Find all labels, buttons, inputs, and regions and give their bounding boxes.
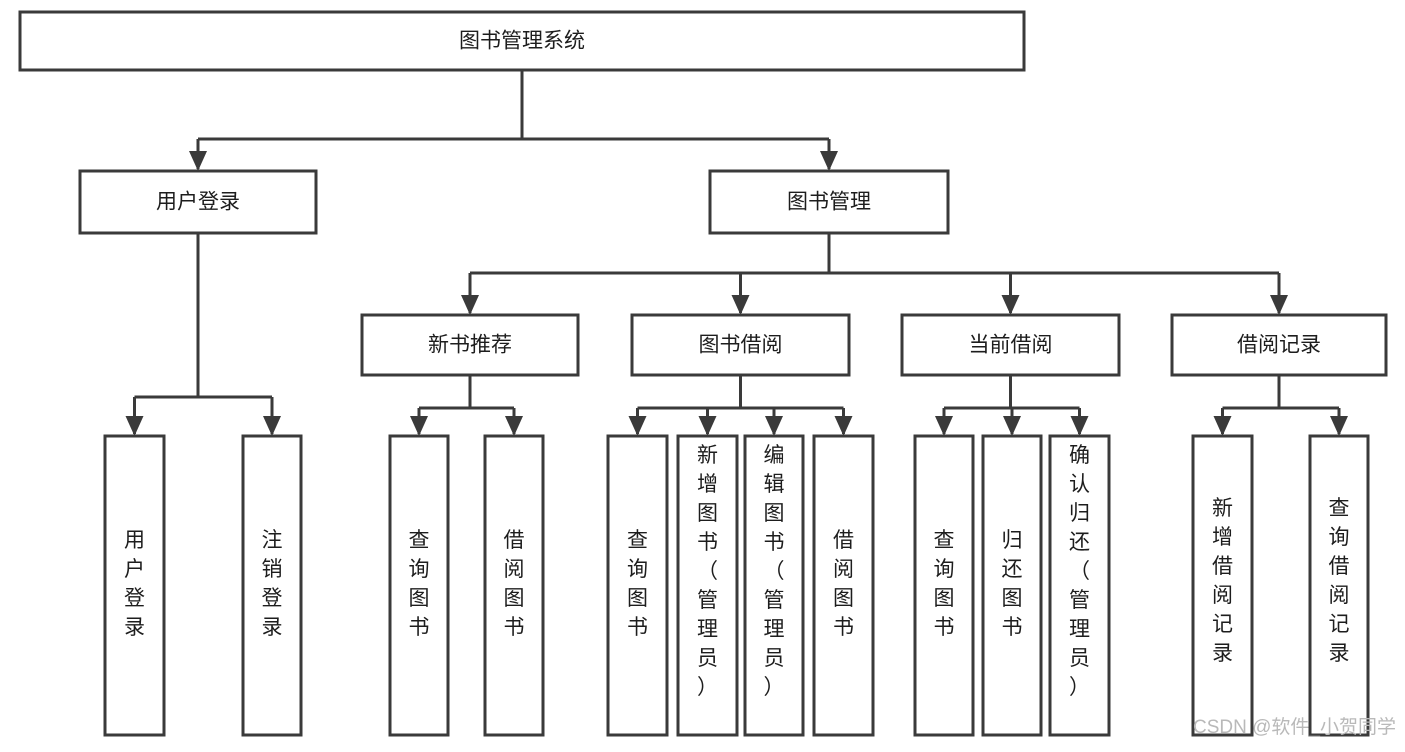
arrowhead-book-management [820, 151, 838, 171]
node-box-leaf-borrow-book [812, 434, 875, 737]
node-box-borrow-records [1170, 313, 1388, 377]
node-box-leaf-logout [241, 434, 303, 737]
node-label-leaf-return-book: 归还图书 [1002, 529, 1023, 639]
node-leaf-edit-book-admin[interactable]: 编辑图书（管理员） [743, 434, 805, 737]
connector-lines-group [125, 70, 1348, 436]
node-box-leaf-query-borrow-record [1308, 434, 1370, 737]
node-label-root: 图书管理系统 [459, 30, 585, 53]
arrowhead-user-login [189, 151, 207, 171]
node-leaf-logout[interactable]: 注销登录 [241, 434, 303, 737]
node-leaf-confirm-return-admin[interactable]: 确认归还（管理员） [1048, 434, 1111, 737]
node-label-leaf-edit-book-admin: 编辑图书（管理员） [764, 444, 785, 699]
node-leaf-query-book-borrow[interactable]: 查询图书 [606, 434, 669, 737]
node-box-leaf-query-book-current [913, 434, 975, 737]
node-leaf-borrow-book[interactable]: 借阅图书 [812, 434, 875, 737]
arrowhead-leaf-edit-book-admin [765, 416, 783, 436]
node-label-leaf-logout: 注销登录 [262, 529, 283, 639]
node-box-leaf-borrow-book-rec [483, 434, 545, 737]
node-book-borrow[interactable]: 图书借阅 [630, 313, 851, 377]
node-label-book-borrow: 图书借阅 [699, 334, 783, 357]
node-label-leaf-add-book-admin: 新增图书（管理员） [697, 444, 718, 699]
arrowhead-new-book-recommend [461, 295, 479, 315]
node-current-borrow[interactable]: 当前借阅 [900, 313, 1121, 377]
node-label-leaf-confirm-return-admin: 确认归还（管理员） [1069, 444, 1090, 699]
node-box-leaf-query-book-rec [388, 434, 450, 737]
node-box-leaf-return-book [981, 434, 1043, 737]
node-box-leaf-query-book-borrow [606, 434, 669, 737]
node-label-leaf-borrow-book-rec: 借阅图书 [504, 529, 525, 639]
node-leaf-return-book[interactable]: 归还图书 [981, 434, 1043, 737]
node-leaf-query-borrow-record[interactable]: 查询借阅记录 [1308, 434, 1370, 737]
node-box-new-book-recommend [360, 313, 580, 377]
node-leaf-add-borrow-record[interactable]: 新增借阅记录 [1191, 434, 1254, 737]
node-new-book-recommend[interactable]: 新书推荐 [360, 313, 580, 377]
arrowhead-leaf-logout [263, 416, 281, 436]
node-leaf-query-book-rec[interactable]: 查询图书 [388, 434, 450, 737]
node-box-current-borrow [900, 313, 1121, 377]
arrowhead-leaf-query-borrow-record [1330, 416, 1348, 436]
node-label-leaf-query-book-current: 查询图书 [934, 529, 955, 639]
node-box-root [18, 10, 1026, 72]
node-boxes-group: 图书管理系统用户登录图书管理新书推荐图书借阅当前借阅借阅记录用户登录注销登录查询… [18, 10, 1388, 737]
node-box-book-management [708, 169, 950, 235]
node-label-leaf-query-borrow-record: 查询借阅记录 [1329, 497, 1350, 665]
node-leaf-borrow-book-rec[interactable]: 借阅图书 [483, 434, 545, 737]
arrowhead-book-borrow [731, 295, 750, 315]
node-label-leaf-query-book-borrow: 查询图书 [627, 529, 648, 639]
arrowhead-leaf-return-book [1003, 416, 1021, 436]
arrowhead-leaf-borrow-book-rec [505, 416, 523, 436]
arrowhead-leaf-query-book-current [935, 416, 953, 436]
node-label-current-borrow: 当前借阅 [969, 334, 1053, 357]
node-box-leaf-add-book-admin [676, 434, 739, 737]
arrowhead-current-borrow [1001, 295, 1020, 315]
node-leaf-add-book-admin[interactable]: 新增图书（管理员） [676, 434, 739, 737]
arrowhead-leaf-add-book-admin [698, 416, 717, 436]
node-user-login[interactable]: 用户登录 [78, 169, 318, 235]
node-root[interactable]: 图书管理系统 [18, 10, 1026, 72]
node-label-user-login: 用户登录 [156, 191, 240, 214]
node-label-book-management: 图书管理 [787, 191, 871, 214]
node-label-leaf-add-borrow-record: 新增借阅记录 [1212, 497, 1233, 665]
node-borrow-records[interactable]: 借阅记录 [1170, 313, 1388, 377]
arrowhead-leaf-borrow-book [834, 416, 853, 436]
arrowhead-leaf-query-book-borrow [628, 416, 647, 436]
node-leaf-user-login[interactable]: 用户登录 [103, 434, 166, 737]
node-box-book-borrow [630, 313, 851, 377]
node-box-user-login [78, 169, 318, 235]
node-label-borrow-records: 借阅记录 [1237, 334, 1321, 357]
node-leaf-query-book-current[interactable]: 查询图书 [913, 434, 975, 737]
node-label-leaf-query-book-rec: 查询图书 [409, 529, 430, 639]
arrowhead-leaf-user-login [125, 416, 144, 436]
node-label-new-book-recommend: 新书推荐 [428, 334, 512, 357]
node-box-leaf-edit-book-admin [743, 434, 805, 737]
node-box-leaf-add-borrow-record [1191, 434, 1254, 737]
node-label-leaf-user-login: 用户登录 [124, 529, 145, 639]
node-box-leaf-confirm-return-admin [1048, 434, 1111, 737]
arrowhead-leaf-confirm-return-admin [1070, 416, 1089, 436]
arrowhead-borrow-records [1270, 295, 1288, 315]
node-box-leaf-user-login [103, 434, 166, 737]
node-book-management[interactable]: 图书管理 [708, 169, 950, 235]
csdn-watermark: CSDN @软件_小贺同学 [1193, 716, 1396, 738]
arrowhead-leaf-add-borrow-record [1213, 416, 1232, 436]
arrowhead-leaf-query-book-rec [410, 416, 428, 436]
node-label-leaf-borrow-book: 借阅图书 [833, 529, 854, 639]
